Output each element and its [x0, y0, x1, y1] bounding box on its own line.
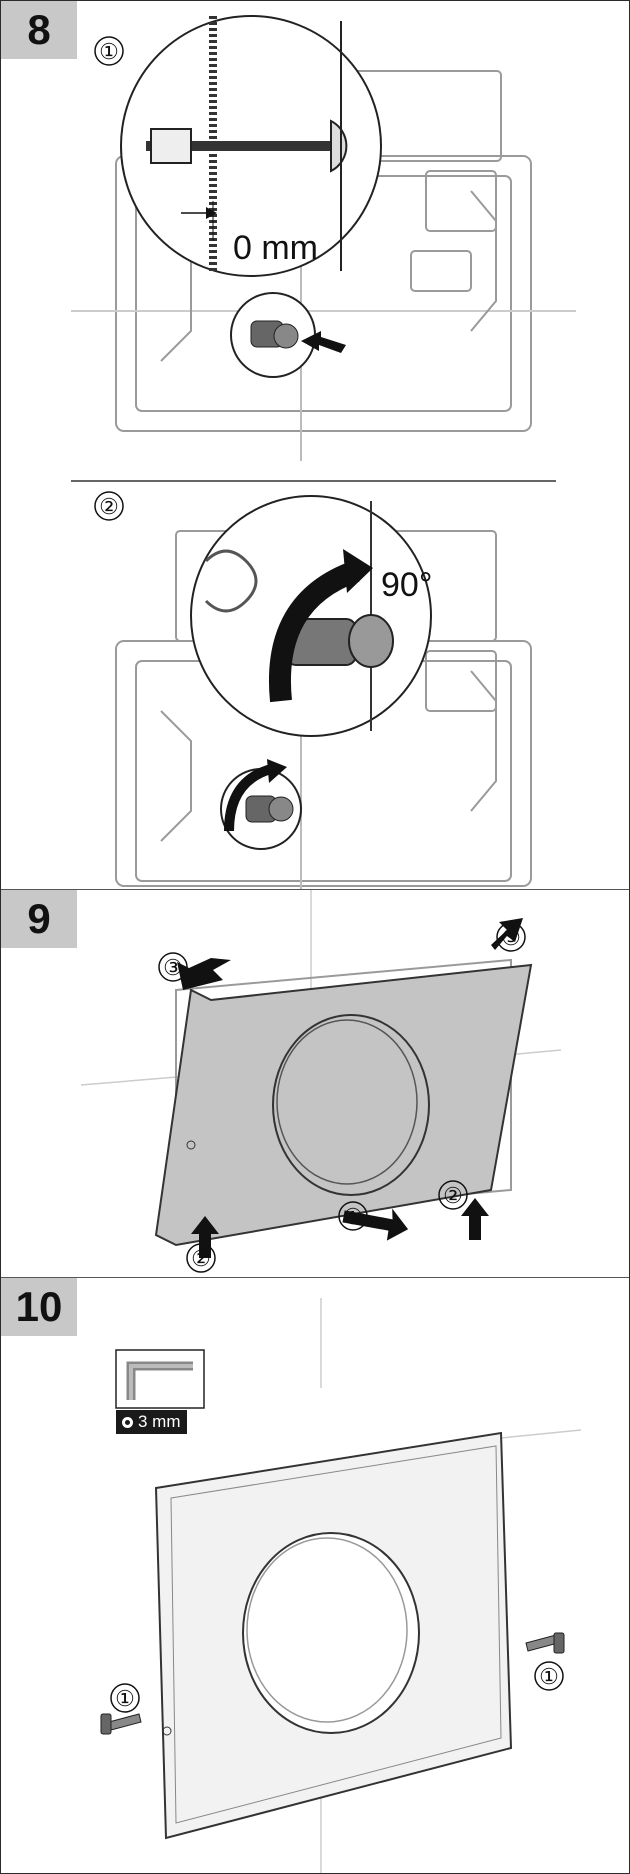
step-8-illustration: ① [71, 15, 576, 889]
push-arrow-icon [301, 331, 346, 353]
clearance-measure: 0 mm [233, 229, 318, 267]
step-10-illustration: ① ① [100, 1298, 582, 1873]
arrow-up-left-icon [177, 958, 231, 990]
anchor-detail [230, 292, 316, 378]
actuator-plate [154, 963, 533, 1247]
tool-size-label: 3 mm [116, 1410, 187, 1434]
marker-text: ① [99, 39, 119, 64]
svg-text:②: ② [191, 1246, 211, 1271]
rotation-detail [220, 759, 302, 850]
marker-2-right: ② [438, 1180, 468, 1210]
hex-key-icon [115, 1349, 205, 1409]
screw-left-icon [100, 1713, 142, 1735]
rotation-angle: 90° [381, 566, 432, 604]
svg-text:①: ① [115, 1686, 135, 1711]
arrow-up-icon [461, 1198, 489, 1240]
marker-3-right: ③ [496, 922, 526, 952]
step-9: 9 [1, 890, 629, 1278]
marker-2-left: ② [186, 1243, 216, 1273]
actuator-plate [154, 1431, 513, 1840]
step-9-illustration: ③ ③ ① ② ② [80, 890, 562, 1273]
rotation-magnifier: 90° [190, 495, 432, 737]
svg-text:①: ① [343, 1204, 363, 1229]
step-8: 8 ① [1, 1, 629, 890]
step-10: 10 [1, 1278, 629, 1873]
marker-1-left: ① [110, 1683, 140, 1713]
arrow-up-right-icon [491, 918, 523, 950]
step-number: 10 [1, 1278, 77, 1336]
svg-text:②: ② [443, 1183, 463, 1208]
screw-right-icon [525, 1632, 565, 1654]
svg-text:①: ① [539, 1664, 559, 1689]
svg-text:③: ③ [163, 955, 183, 980]
marker-1-right: ① [534, 1661, 564, 1691]
arrow-up-icon [191, 1216, 219, 1258]
step-number: 9 [1, 890, 77, 948]
sub-step-2-marker: ② [94, 491, 124, 521]
arrow-push-icon [342, 1208, 409, 1241]
wall-gridlines [320, 1298, 582, 1873]
marker-3-left: ③ [158, 952, 188, 982]
marker-1: ① [338, 1201, 368, 1231]
detail-magnifier: 0 mm [120, 15, 382, 277]
tool-size-text: 3 mm [138, 1412, 181, 1431]
hex-socket-icon [122, 1416, 133, 1428]
svg-text:③: ③ [501, 925, 521, 950]
step-number: 8 [1, 1, 77, 59]
svg-text:②: ② [99, 494, 119, 519]
sub-step-1-marker: ① [94, 36, 124, 66]
